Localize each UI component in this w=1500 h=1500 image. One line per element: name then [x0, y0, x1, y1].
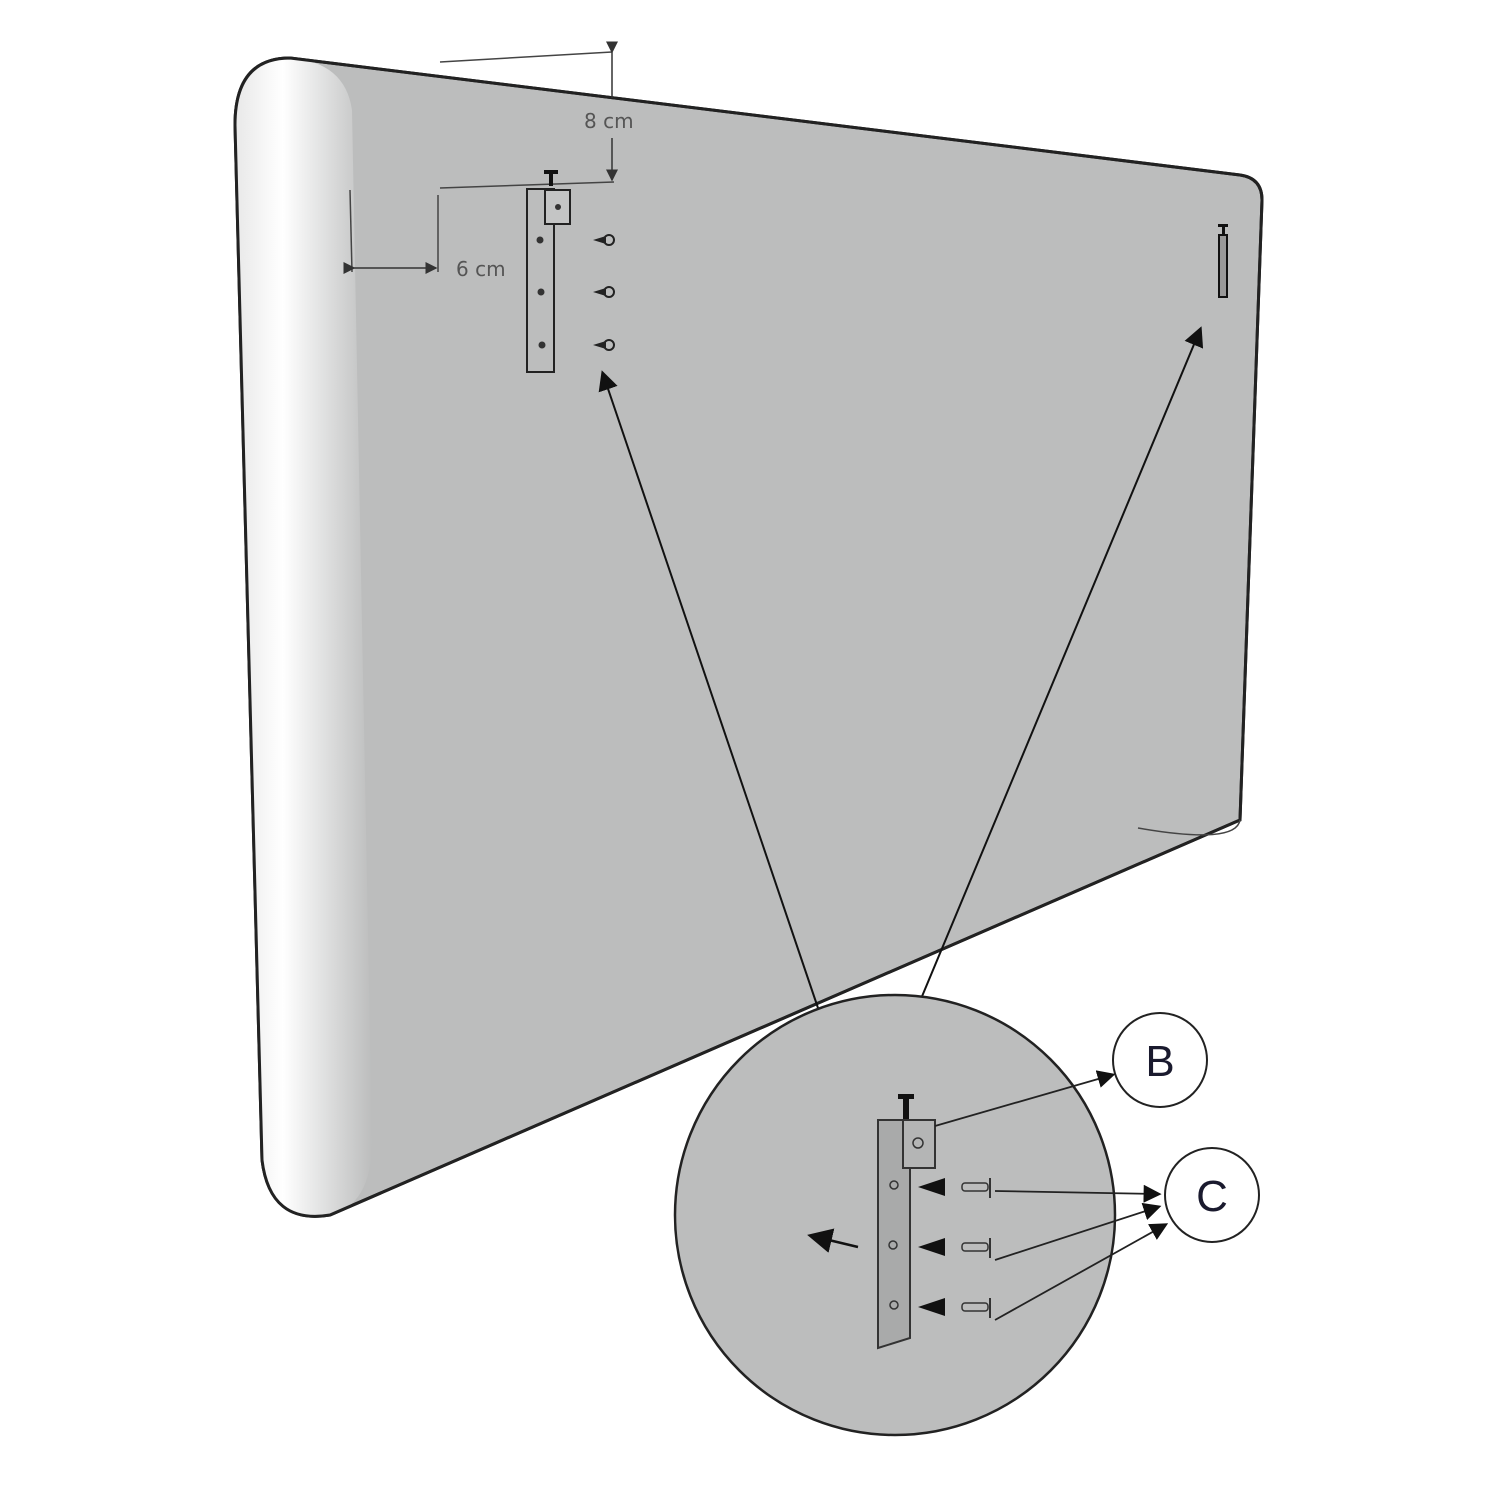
screw-icon — [593, 286, 615, 298]
top-offset-label: 8 cm — [584, 109, 634, 133]
screw-icon — [593, 339, 615, 351]
detail-magnifier — [673, 993, 1117, 1437]
callout-lines — [934, 1070, 1169, 1321]
screws-left — [593, 234, 615, 351]
screw-icon — [593, 234, 615, 246]
callout-b-label: B — [1145, 1037, 1174, 1086]
headboard-panel — [233, 56, 1264, 1218]
bracket-detail — [877, 1094, 936, 1350]
screw-icon — [961, 1238, 991, 1258]
leader-arrows — [598, 326, 1204, 1009]
dimension-side-offset: 6 cm — [343, 189, 506, 281]
callout-c-label: C — [1196, 1172, 1228, 1221]
screw-icon — [961, 1178, 991, 1198]
bracket-left — [526, 170, 571, 373]
callout-c: C — [1164, 1147, 1260, 1243]
screw-icon — [961, 1298, 991, 1318]
side-offset-label: 6 cm — [456, 257, 506, 281]
callout-b: B — [1112, 1012, 1208, 1108]
bracket-right — [1218, 224, 1228, 298]
dimension-top-offset: 8 cm — [439, 41, 634, 189]
